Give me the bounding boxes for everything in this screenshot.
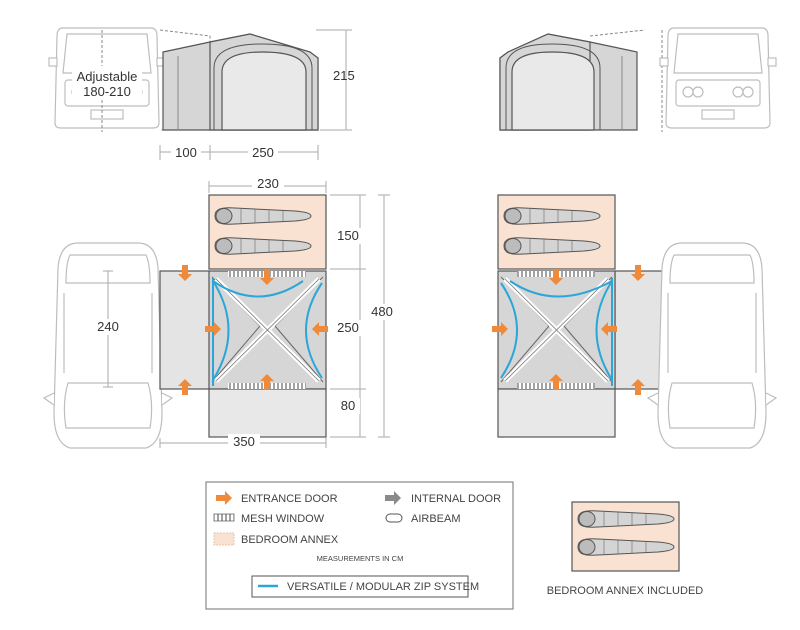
annex-included-caption: BEDROOM ANNEX INCLUDED [547,585,704,597]
legend-airbeam: AIRBEAM [411,513,461,525]
right-bedroom-annex [497,194,616,270]
bedroom-depth-label: 150 [337,228,359,243]
left-tent-elevation [162,33,319,131]
mesh-window-legend-icon [213,513,235,522]
main-depth-label: 250 [337,320,359,335]
total-depth-label: 480 [371,304,393,319]
airbeam-legend-icon [385,513,403,523]
legend-bedroom-annex: BEDROOM ANNEX [241,534,339,546]
bedroom-width-label: 230 [257,176,279,191]
van-height-label-line2: 180-210 [83,84,131,99]
van-height-label-line1: Adjustable [77,69,138,84]
legend-internal-door: INTERNAL DOOR [411,493,501,505]
legend-zip-system: VERSATILE / MODULAR ZIP SYSTEM [287,581,479,593]
van-side-length-label: 240 [97,319,119,334]
gap-width-label: 100 [175,145,197,160]
legend-measurements: MEASUREMENTS IN CM [317,554,404,563]
elevation-width-dimension: 100 250 [159,144,319,160]
zip-system-legend-box [251,575,469,598]
porch-depth-label: 80 [341,398,355,413]
van-height-label: Adjustable 180-210 [72,66,142,100]
total-width-label: 350 [233,434,255,449]
left-floorplan [159,194,328,438]
height-dimension: 215 [316,29,355,131]
right-van-top [647,242,777,449]
annex-included: BEDROOM ANNEX INCLUDED [547,501,704,597]
zip-line [212,280,304,298]
height-dimension-label: 215 [333,68,355,83]
right-tunnel [589,29,663,132]
left-plan-dimensions: 230 150 250 80 480 240 350 [93,176,398,450]
right-floorplan [492,194,664,438]
right-tent-elevation [499,33,638,131]
bedroom-annex-legend-icon [213,532,235,546]
legend-mesh-window: MESH WINDOW [241,513,325,525]
tent-width-label: 250 [252,145,274,160]
legend: ENTRANCE DOOR INTERNAL DOOR MESH WINDOW … [205,481,514,610]
right-van-front [659,27,777,129]
legend-entrance-door: ENTRANCE DOOR [241,493,338,505]
left-bedroom-annex [208,194,327,270]
